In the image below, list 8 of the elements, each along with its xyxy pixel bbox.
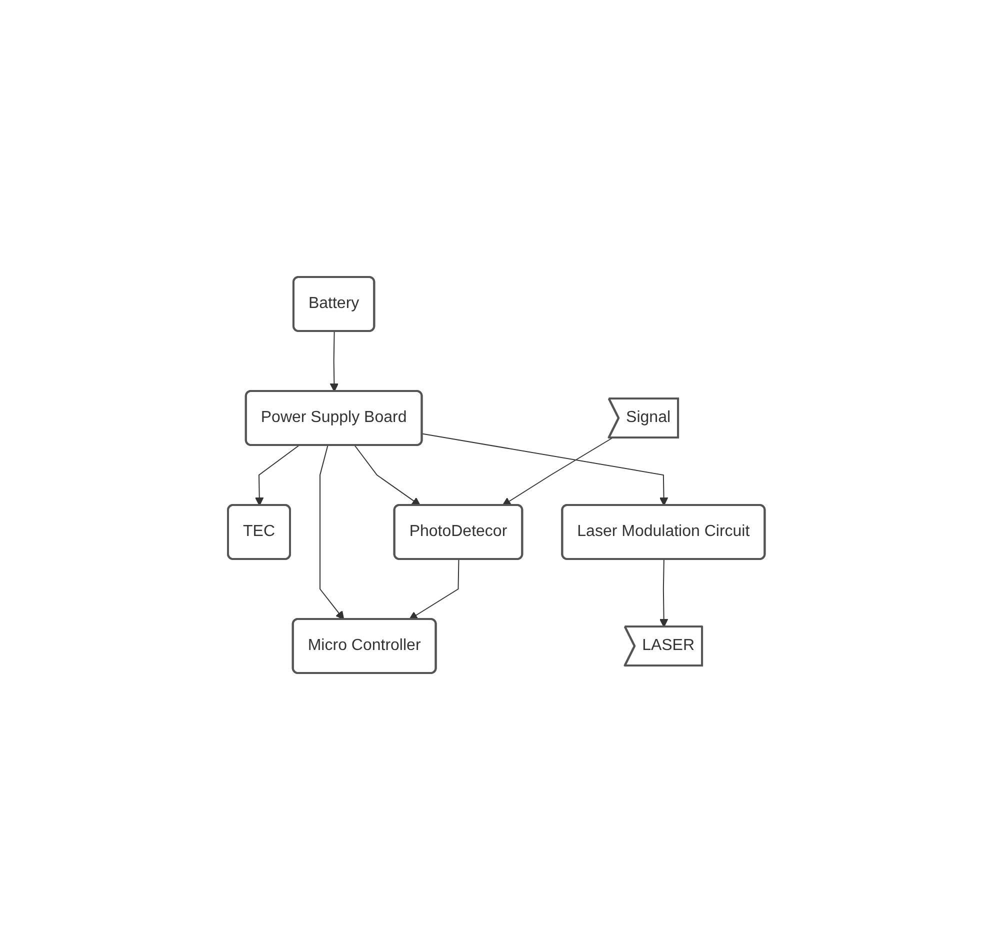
arrow — [421, 432, 668, 506]
arrow — [254, 444, 300, 506]
arrow — [659, 558, 668, 627]
arrow — [408, 558, 459, 620]
arrow — [502, 437, 612, 506]
arrow — [354, 444, 420, 506]
arrow — [329, 330, 338, 392]
arrow — [319, 444, 344, 620]
